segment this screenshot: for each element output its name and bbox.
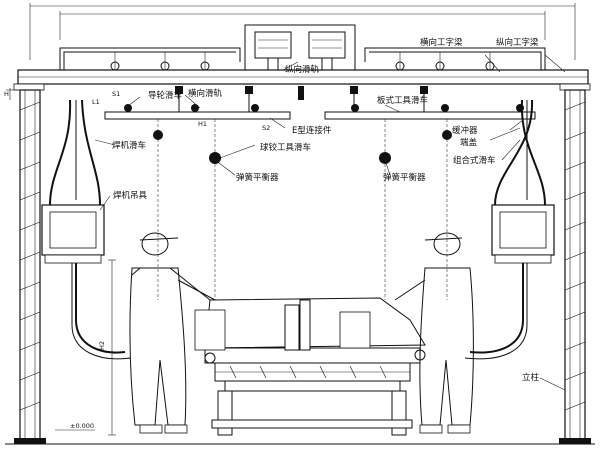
label-longitudinal-beam: 纵向工字梁: [496, 37, 539, 48]
left-welder-hanger: [41, 99, 131, 360]
label-combined-trolley: 组合式滑车: [453, 155, 496, 166]
label-spring-balancer-right: 弹簧平衡器: [383, 172, 426, 183]
label-e-connector: E型连接件: [292, 125, 332, 136]
top-control-boxes: [244, 24, 356, 71]
main-beam: [13, 69, 591, 91]
top-dimension-lines: [29, 3, 576, 60]
top-hose-piping: [59, 47, 546, 71]
dim-l1: L1: [92, 98, 100, 106]
label-plate-tool-trolley: 板式工具滑车: [377, 95, 428, 106]
label-guide-trolley: 导轮滑车: [148, 90, 182, 101]
dim-s1: S1: [112, 90, 120, 98]
right-worker: [394, 232, 474, 434]
label-longitudinal-rail: 纵向滑轨: [285, 64, 320, 75]
dim-s2: S2: [262, 124, 270, 132]
label-welder-trolley: 焊机滑车: [112, 140, 146, 151]
label-buffer: 缓冲器: [452, 125, 478, 136]
left-worker: [129, 232, 216, 434]
dim-ground-level: ±0.000: [70, 422, 94, 430]
side-dimension-lines: [6, 88, 116, 436]
hanging-cables: [153, 119, 452, 300]
text-labels: 纵向滑轨 横向工字梁 纵向工字梁 导轮滑车 横向滑轨 E型连接件 球铰工具滑车 …: [4, 37, 540, 430]
leader-lines: [94, 54, 566, 391]
label-spring-balancer-left: 弹簧平衡器: [236, 172, 279, 183]
label-transverse-rail: 横向滑轨: [188, 88, 223, 99]
label-end-cap: 端盖: [460, 137, 478, 148]
label-column: 立柱: [522, 372, 540, 383]
left-column: [14, 89, 46, 444]
right-column: [559, 89, 591, 444]
label-transverse-beam: 横向工字梁: [420, 37, 463, 48]
transverse-rails: [104, 86, 536, 120]
welding-fixture: [194, 297, 426, 436]
label-ball-tool-trolley: 球铰工具滑车: [260, 142, 311, 153]
label-welder-hanger: 焊机吊具: [113, 190, 148, 201]
dim-h1: H1: [198, 120, 207, 128]
right-welder-hanger: [464, 99, 555, 360]
dim-h2: H2: [98, 341, 106, 350]
dim-h: H: [4, 90, 9, 98]
